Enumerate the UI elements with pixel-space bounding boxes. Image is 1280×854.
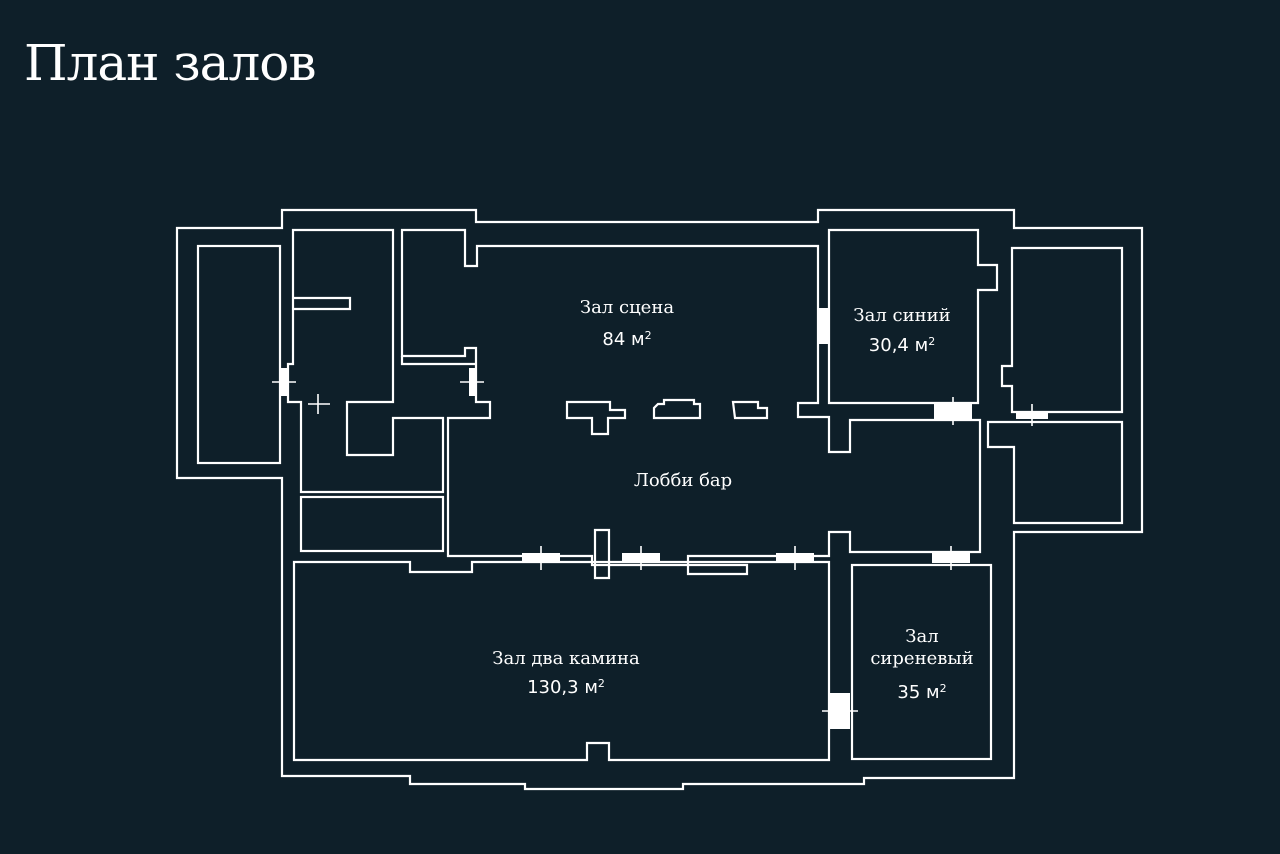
fireplace-hall-area-value: 130,3 (527, 677, 579, 698)
lobby-bar-name: Лобби бар (633, 470, 733, 491)
left-storage-room (299, 495, 445, 553)
left-service-room (196, 244, 282, 465)
lilac-hall-area-unit-sup: 2 (939, 682, 947, 695)
lilac-hall-name-line1: Зал (905, 626, 939, 647)
right-lower-room (986, 420, 1124, 525)
lilac-hall-area: 35 м2 (860, 677, 984, 705)
lilac-hall-wall (850, 563, 993, 761)
page-title: План залов (24, 34, 316, 92)
blue-hall-wall (827, 228, 999, 405)
left-corridor-room (286, 228, 445, 494)
lilac-hall-area-unit: м (926, 682, 940, 703)
scene-hall-area: 84 м2 (532, 324, 722, 352)
outer-wall (175, 208, 1144, 791)
scene-hall-wall (400, 228, 982, 580)
blue-hall-area-value: 30,4 (868, 335, 909, 356)
bar-counter-3 (731, 400, 769, 420)
scene-inner-corner (400, 356, 476, 366)
door-scene-blue (819, 308, 828, 344)
blue-hall-area: 30,4 м2 (832, 330, 972, 358)
bar-counter-1 (565, 400, 627, 436)
lilac-hall-name-line2: сиреневый (870, 648, 974, 669)
scene-hall-area-unit: м (631, 329, 645, 350)
fireplace-hall-area-unit: м (584, 677, 598, 698)
blue-hall-name: Зал синий (853, 305, 951, 326)
blue-hall-area-unit: м (914, 335, 929, 356)
fireplace-hall-name: Зал два камина (492, 648, 640, 669)
left-partition (293, 296, 352, 311)
bar-counter-2 (652, 398, 702, 420)
fireplace-hall-wall (292, 560, 831, 762)
fireplace-hall-area: 130,3 м2 (446, 672, 686, 700)
fireplace-hall-area-unit-sup: 2 (597, 677, 605, 690)
blue-hall-area-unit-sup: 2 (928, 335, 936, 348)
doors (272, 308, 1048, 729)
scene-hall-name: Зал сцена (579, 297, 675, 318)
scene-hall-area-value: 84 (602, 329, 626, 350)
right-upper-room (1000, 246, 1124, 414)
scene-hall-area-unit-sup: 2 (644, 329, 652, 342)
lilac-hall-area-value: 35 (897, 682, 921, 703)
